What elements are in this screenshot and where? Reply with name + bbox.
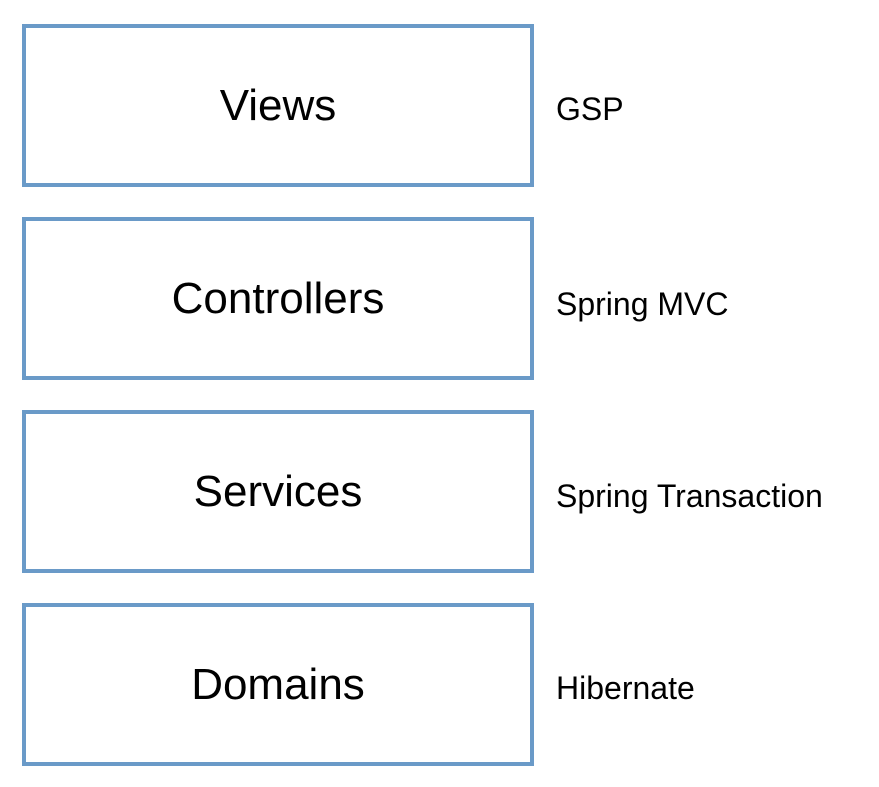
layer-technology-views: GSP: [556, 91, 624, 127]
layer-box-views: Views: [22, 24, 534, 187]
layer-technology-controllers: Spring MVC: [556, 286, 729, 322]
layer-box-services: Services: [22, 410, 534, 573]
layer-name-views: Views: [219, 80, 337, 130]
layer-name-services: Services: [193, 466, 363, 516]
layer-name-domains: Domains: [191, 659, 365, 709]
layer-box-controllers: Controllers: [22, 217, 534, 380]
layer-technology-domains: Hibernate: [556, 670, 695, 706]
layer-name-controllers: Controllers: [171, 273, 385, 323]
layer-technology-services: Spring Transaction: [556, 478, 823, 514]
layer-box-domains: Domains: [22, 603, 534, 766]
